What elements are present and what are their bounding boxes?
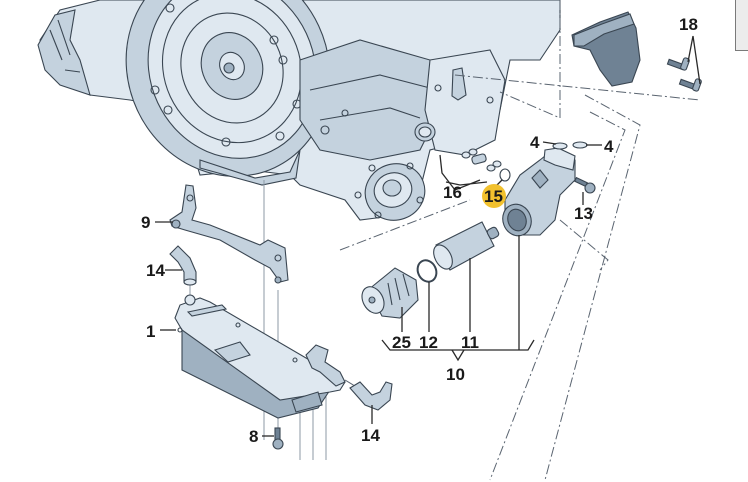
window-edge-frame-lower: [735, 50, 748, 91]
bolt-13: [573, 176, 596, 194]
leader-lines: [155, 35, 701, 437]
callout-14-upper[interactable]: 14: [146, 261, 165, 280]
hose-14-upper: [169, 245, 197, 286]
callout-4-left[interactable]: 4: [530, 133, 540, 152]
o-ring-12: [416, 259, 438, 283]
callout-25[interactable]: 25: [392, 333, 411, 352]
callout-labels: 1 4 4 8 9 10 11 12 13 14 14 15 16 18 25: [141, 15, 698, 446]
callout-highlight-badge: [482, 184, 506, 208]
o-ring-4-right: [572, 141, 588, 149]
bracket-9: [169, 184, 289, 284]
callout-1[interactable]: 1: [146, 322, 155, 341]
callout-10[interactable]: 10: [446, 365, 465, 384]
callout-12[interactable]: 12: [419, 333, 438, 352]
filter-housing: [502, 147, 576, 237]
callout-9[interactable]: 9: [141, 213, 150, 232]
o-ring-15: [499, 168, 511, 182]
callout-15[interactable]: 15: [484, 187, 503, 206]
callout-14-lower[interactable]: 14: [361, 426, 380, 445]
bolt-18-upper: [666, 57, 690, 71]
hose-14-lower: [349, 381, 393, 411]
callout-18[interactable]: 18: [679, 15, 698, 34]
callout-11[interactable]: 11: [461, 333, 479, 352]
callout-13[interactable]: 13: [574, 204, 593, 223]
atf-cooler-1: [174, 294, 346, 419]
callout-8[interactable]: 8: [249, 427, 258, 446]
filter-element-11: [433, 221, 500, 271]
o-ring-4-left: [552, 142, 568, 150]
bolt-8: [272, 427, 284, 450]
seal-kit-16: [461, 148, 502, 172]
callout-16[interactable]: 16: [443, 183, 462, 202]
mount-bracket: [571, 11, 641, 87]
callout-4-right[interactable]: 4: [604, 137, 614, 156]
transmission-housing: [37, 0, 561, 221]
bolt-18-lower: [678, 78, 702, 92]
filter-cap-25: [361, 267, 419, 319]
